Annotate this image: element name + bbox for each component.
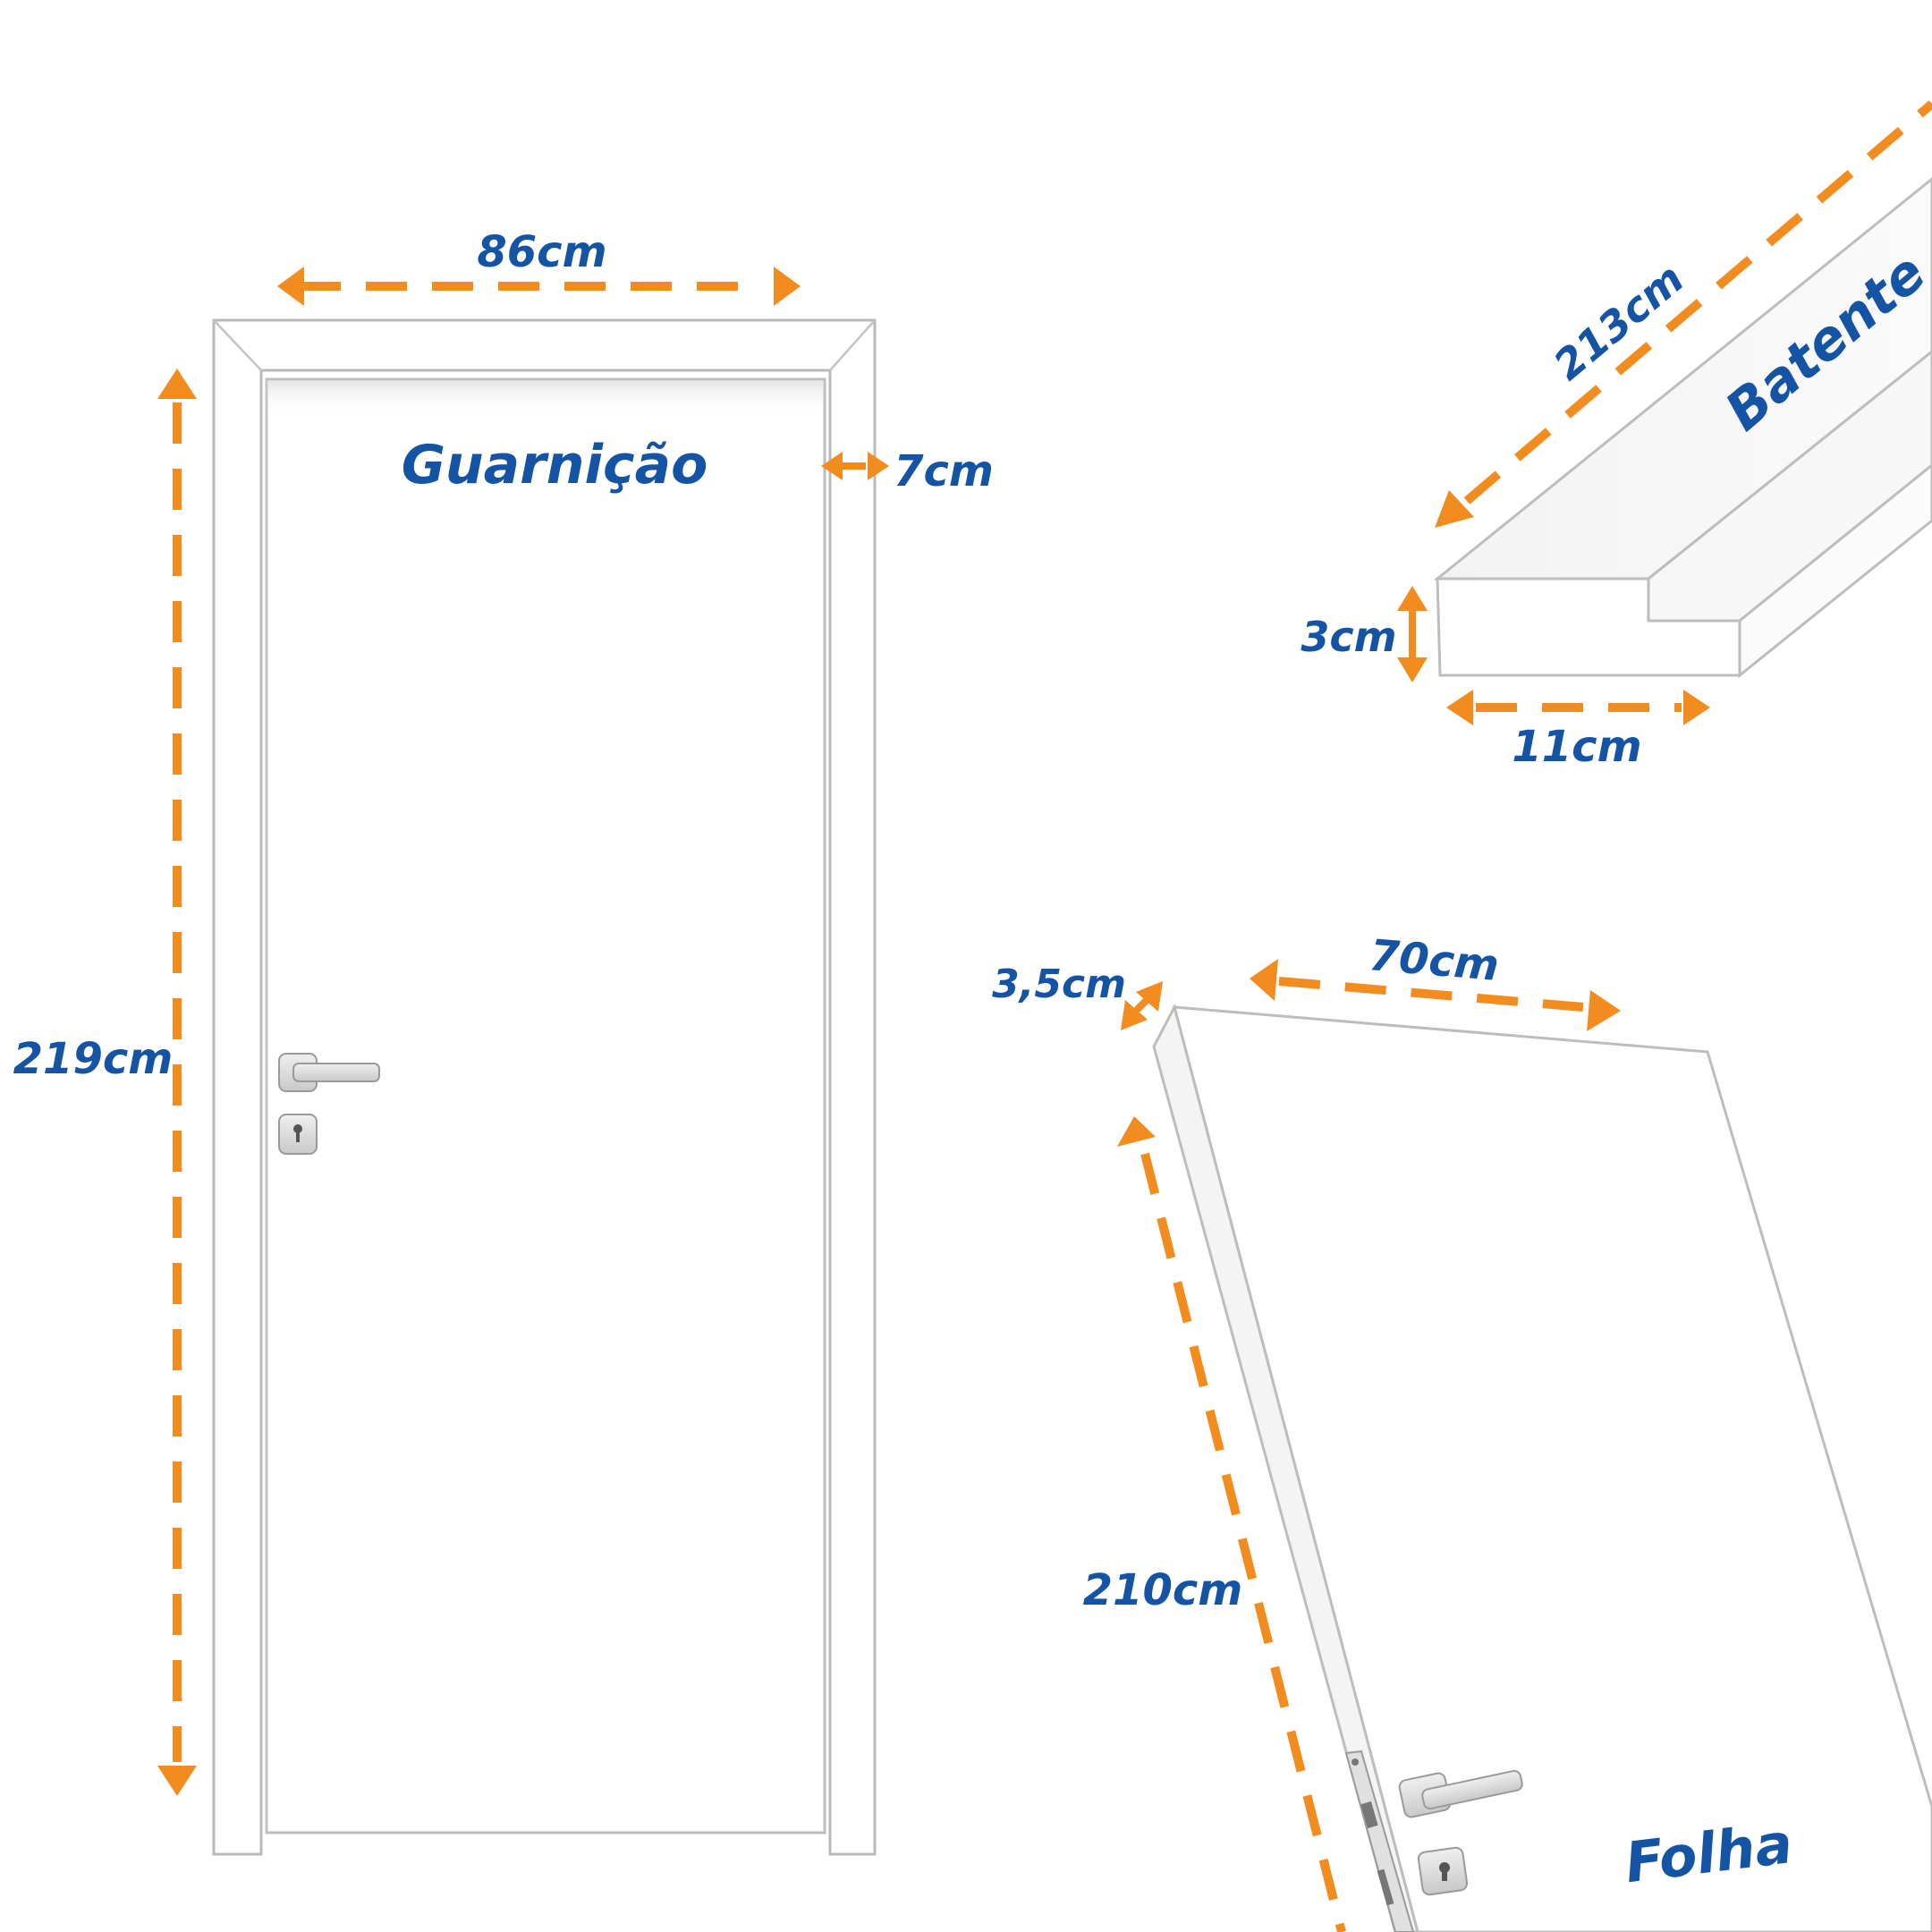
leaf-keyhole-icon	[1417, 1846, 1469, 1896]
width-label: 86cm	[477, 227, 606, 277]
leaf-handle-icon	[1398, 1769, 1523, 1818]
guarnicao-door: 86cm 219cm 7cm Guarnição	[13, 227, 994, 1856]
leaf-width-dimension-arrow	[1250, 959, 1621, 1031]
door-top-shadow	[268, 381, 823, 417]
leaf-thickness-label: 3,5cm	[992, 962, 1126, 1007]
thickness-label: 3cm	[1301, 613, 1396, 661]
folha-leaf: 70cm 3,5cm 210cm Folha	[992, 930, 1932, 1932]
leaf-edge-face	[1152, 1003, 1419, 1932]
trim-miter-left	[213, 319, 262, 371]
leaf-width-label: 70cm	[1368, 930, 1501, 991]
height-dimension-arrow	[157, 369, 197, 1796]
leaf-height-label: 210cm	[1083, 1565, 1243, 1615]
thickness-dimension-arrow	[1397, 586, 1428, 682]
trim-label: 7cm	[894, 446, 994, 496]
batente-jamb: 213cm Batente 3cm 11cm	[1301, 100, 1932, 772]
jamb-front-face	[1436, 577, 1741, 677]
jamb-width-label: 11cm	[1512, 722, 1641, 772]
jamb-width-dimension-arrow	[1446, 690, 1710, 725]
door-leaf	[265, 377, 826, 1835]
length-dimension-arrow	[1435, 100, 1932, 528]
lock-plate-icon	[1344, 1750, 1415, 1932]
height-label: 219cm	[13, 1034, 174, 1084]
leaf-height-dimension-arrow	[1117, 1116, 1346, 1932]
leaf-thickness-dimension-arrow	[1121, 981, 1163, 1030]
trim-dimension-arrow	[821, 452, 889, 480]
width-dimension-arrow	[277, 267, 801, 306]
trim-miter-right	[829, 319, 876, 371]
door-handle-icon	[278, 1053, 380, 1092]
keyhole-icon	[278, 1114, 318, 1155]
guarnicao-title: Guarnição	[402, 434, 708, 496]
